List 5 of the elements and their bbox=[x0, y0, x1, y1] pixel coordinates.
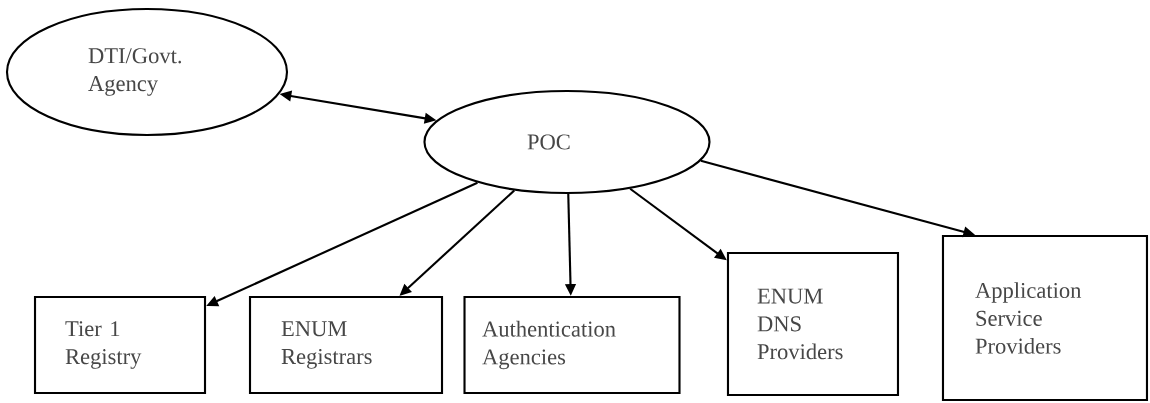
registry-box: Tier 1 Registry bbox=[33, 295, 207, 395]
provider-box: ENUM DNS Providers bbox=[726, 251, 900, 397]
provider-box: Application Service Providers bbox=[941, 234, 1149, 402]
agency-box: Authentication Agencies bbox=[463, 295, 681, 395]
registrar-box: ENUM Registrars bbox=[248, 295, 444, 395]
